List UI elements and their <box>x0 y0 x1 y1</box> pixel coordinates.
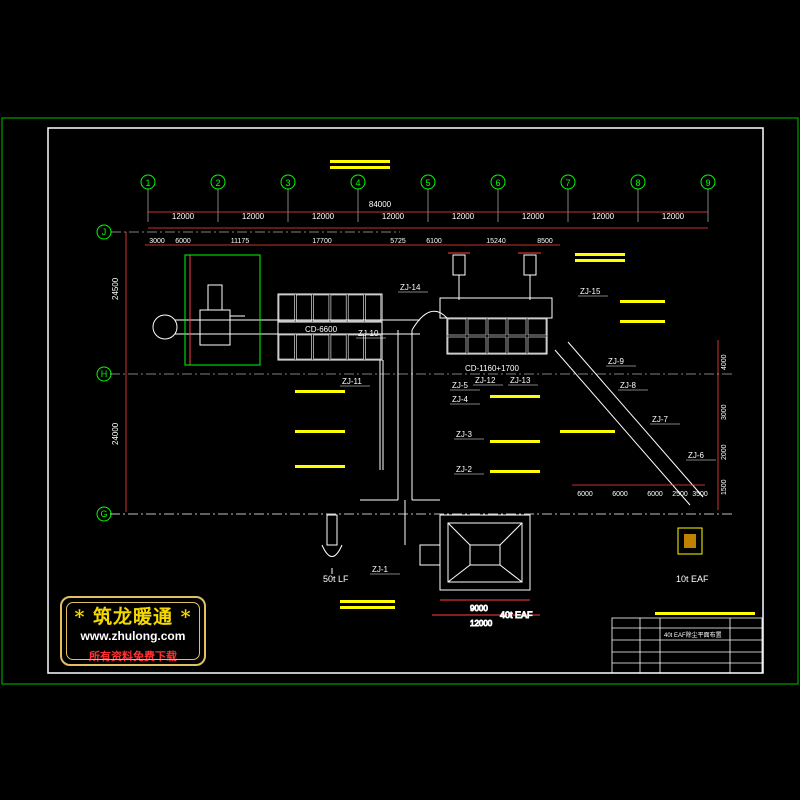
right-dim-1: 4000 <box>721 354 728 370</box>
eaf40-dim1: 9000 <box>470 604 488 613</box>
support-zj-8: ZJ-8 <box>620 381 637 390</box>
bottom-dim-5: 3500 <box>692 491 708 498</box>
axis-label-5: 5 <box>425 178 430 188</box>
axis-label-3: 3 <box>285 178 290 188</box>
eaf-40t: 9000 12000 40t EAF <box>419 514 540 629</box>
bay-dim-8: 12000 <box>662 212 685 221</box>
watermark-title: * 筑龙暖通 * <box>74 606 192 628</box>
fan-units <box>448 252 541 300</box>
total-dim: 84000 <box>369 200 392 209</box>
eaf10-label: 10t EAF <box>676 574 709 584</box>
support-zj-15: ZJ-15 <box>580 287 601 296</box>
axis-label-7: 7 <box>565 178 570 188</box>
support-zj-4: ZJ-4 <box>452 395 469 404</box>
row-dim-7: 15240 <box>486 238 506 245</box>
axis-label-1: 1 <box>145 178 150 188</box>
support-zj-9: ZJ-9 <box>608 357 625 366</box>
support-zj-14: ZJ-14 <box>400 283 421 292</box>
left-dim-2: 24000 <box>111 422 120 445</box>
bottom-dim-4: 2500 <box>672 491 688 498</box>
row-dim-2: 6000 <box>175 238 191 245</box>
title-block-name: 40t EAF除尘平面布置 <box>664 631 722 639</box>
lf-50t: 50t LF <box>321 514 349 584</box>
support-zj-6: ZJ-6 <box>688 451 705 460</box>
axis-label-6: 6 <box>495 178 500 188</box>
watermark-inner-border <box>66 602 200 660</box>
row-dim-6: 6100 <box>426 238 442 245</box>
bay-dim-1: 12000 <box>172 212 195 221</box>
bay-dim-3: 12000 <box>312 212 335 221</box>
annotation-blocks <box>295 160 755 615</box>
bag-filter-cd1160: CD-1160+1700 <box>439 297 553 373</box>
axis-label-8: 8 <box>635 178 640 188</box>
watermark-badge: * 筑龙暖通 * www.zhulong.com 所有资料免费下载 <box>60 596 206 666</box>
bay-dimension-line: 12000 12000 12000 12000 12000 12000 12000 12000… <box>148 200 708 229</box>
bay-dim-7: 12000 <box>592 212 615 221</box>
axis-label-4: 4 <box>355 178 360 188</box>
right-dim-3: 2000 <box>721 444 728 460</box>
row-dim-5: 5725 <box>390 238 406 245</box>
bay-dim-2: 12000 <box>242 212 265 221</box>
support-labels: ZJ-1ZJ-2ZJ-3ZJ-4ZJ-5ZJ-6ZJ-7ZJ-8ZJ-9ZJ-1… <box>340 283 716 575</box>
axis-bubbles-top: 1 2 3 4 5 6 7 8 9 <box>140 174 716 222</box>
bottom-dim-1: 6000 <box>577 491 593 498</box>
bag-filter-cd6600: CD-6600 <box>277 293 383 361</box>
vertical-duct <box>360 310 448 545</box>
support-zj-7: ZJ-7 <box>652 415 669 424</box>
bay-dim-4: 12000 <box>382 212 405 221</box>
right-dim-2: 3000 <box>721 404 728 420</box>
row-dimension-line: 3000 6000 11175 17700 5725 6100 15240 8500 <box>149 238 553 245</box>
right-dims: 4000 3000 2000 1500 <box>717 340 728 510</box>
bay-dim-5: 12000 <box>452 212 475 221</box>
row-label-J: J <box>102 227 107 237</box>
cd6600-label: CD-6600 <box>305 325 338 334</box>
support-zj-2: ZJ-2 <box>456 465 473 474</box>
support-zj-3: ZJ-3 <box>456 430 473 439</box>
outer-frame <box>1 117 799 685</box>
bottom-dim-3: 6000 <box>647 491 663 498</box>
support-zj-10: ZJ-10 <box>358 329 379 338</box>
row-dim-1: 3000 <box>149 238 165 245</box>
row-dim-3: 11175 <box>231 238 250 245</box>
main-duct <box>152 254 420 366</box>
inclined-duct <box>554 341 704 506</box>
support-zj-12: ZJ-12 <box>475 376 496 385</box>
support-zj-5: ZJ-5 <box>452 381 469 390</box>
row-label-H: H <box>101 369 108 379</box>
axis-bubbles-left: J H G <box>96 224 400 522</box>
right-dim-4: 1500 <box>721 479 728 495</box>
left-dim-1: 24500 <box>111 277 120 300</box>
row-dim-8: 8500 <box>537 238 553 245</box>
row-dim-4: 17700 <box>312 238 332 245</box>
bay-dim-6: 12000 <box>522 212 545 221</box>
inner-frame <box>47 127 764 674</box>
axis-label-2: 2 <box>215 178 220 188</box>
cd1160-label: CD-1160+1700 <box>465 364 519 373</box>
support-zj-13: ZJ-13 <box>510 376 531 385</box>
title-block: 40t EAF除尘平面布置 <box>611 617 763 674</box>
eaf40-dim2: 12000 <box>470 619 493 628</box>
support-zj-1: ZJ-1 <box>372 565 389 574</box>
row-label-G: G <box>100 509 107 519</box>
bottom-dims: 6000 6000 6000 2500 3500 <box>572 484 708 498</box>
axis-label-9: 9 <box>705 178 710 188</box>
eaf-10t: 10t EAF <box>676 527 709 584</box>
lf-label: 50t LF <box>323 574 349 584</box>
bottom-dim-2: 6000 <box>612 491 628 498</box>
support-zj-11: ZJ-11 <box>342 377 362 386</box>
watermark-url: www.zhulong.com <box>80 629 186 643</box>
eaf40-label: 40t EAF <box>500 610 533 620</box>
